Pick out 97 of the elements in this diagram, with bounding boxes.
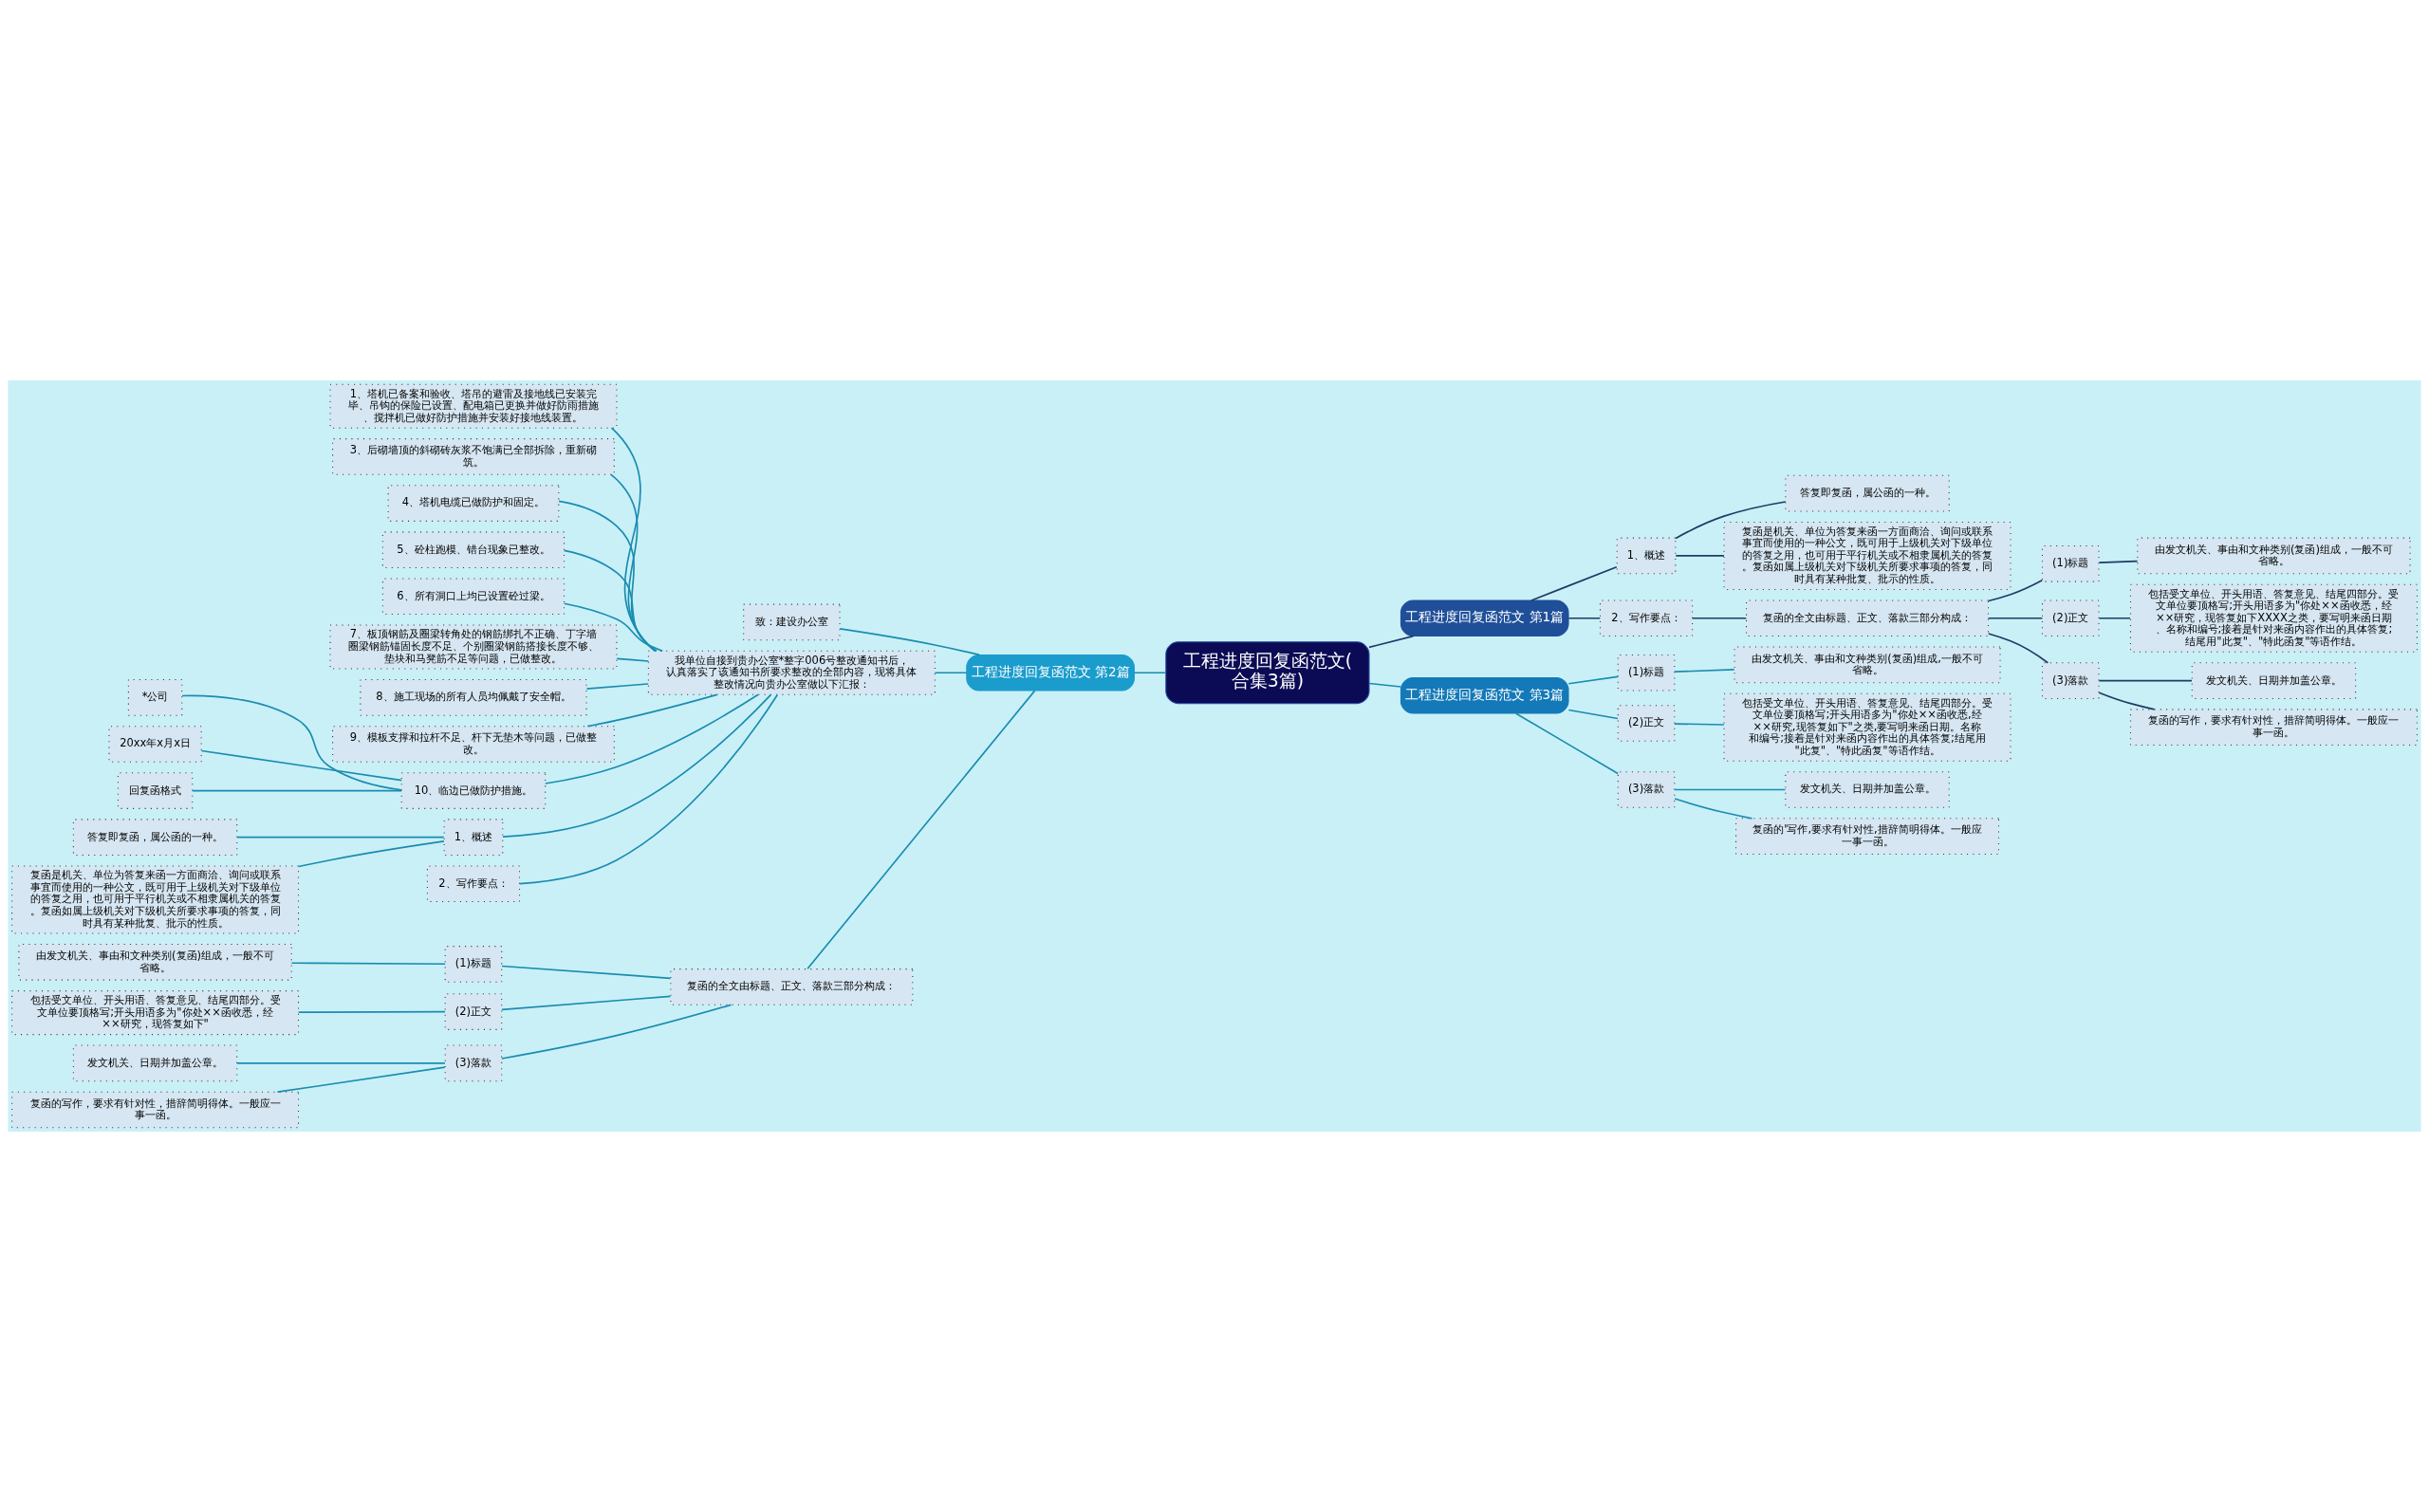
- node-box: 复函的全文由标题、正文、落款三部分构成：: [670, 968, 914, 1005]
- connector: [1675, 501, 1787, 540]
- node-box: 工程进度回复函范文 第3篇: [1400, 676, 1569, 714]
- connector: [236, 1062, 446, 1064]
- node-box: 9、模板支撑和拉杆不足、杆下无垫木等问题，已做整改。: [332, 726, 615, 763]
- node-box: 复函的写作，要求有针对性，措辞简明得体。一般应一事一函。: [2129, 709, 2418, 747]
- connector: [839, 628, 981, 656]
- connector: [585, 683, 650, 690]
- node-box: 发文机关、日期并加盖公章。: [2191, 662, 2357, 699]
- node-box: 致：建设办公室: [743, 603, 841, 641]
- connector: [1987, 579, 2044, 602]
- connector: [501, 965, 672, 980]
- node-box: (2)正文: [2041, 599, 2100, 637]
- connector: [519, 693, 779, 885]
- node-box: 答复即复函，属公函的一种。: [1785, 474, 1950, 512]
- node-box: 5、砼柱跑模、错台现象已整改。: [381, 531, 566, 568]
- connector: [563, 549, 658, 653]
- node-box: (1)标题: [444, 946, 503, 983]
- connector: [200, 749, 403, 782]
- node-box: 包括受文单位、开头用语、答复意见、结尾四部分。受文单位要顶格写;开头用语多为"你处××函收悉,经××研究,现答复如下"之类,要写明来函日期。名称和编号;接着是针对来函内容作出的具体答复;结尾用"此复"、"特此函复"等语作结。: [1723, 692, 2012, 762]
- node-box: 工程进度回复函范文 第1篇: [1400, 599, 1569, 637]
- node-box: 1、概述: [1616, 537, 1677, 575]
- node-box: 20xx年x月x日: [108, 726, 202, 763]
- connector: [290, 962, 446, 966]
- connector: [2098, 691, 2156, 710]
- connector: [501, 995, 672, 1011]
- node-box: 8、施工现场的所有人员均佩戴了安全帽。: [360, 679, 587, 716]
- connector: [501, 1004, 732, 1060]
- connector: [181, 694, 402, 791]
- node-box: 工程进度回复函范文(合集3篇): [1165, 641, 1370, 705]
- connector: [1368, 635, 1415, 649]
- connector: [2098, 617, 2131, 619]
- node-box: 1、塔机已备案和验收、塔吊的避雷及接地线已安装完毕、吊钩的保险已设置、配电箱已更换并做好防雨措施、搅拌机已做好防护措施并安装好接地线装置。: [329, 383, 618, 429]
- node-box: 回复函格式: [117, 772, 194, 809]
- connector: [1675, 555, 1725, 557]
- node-box: 工程进度回复函范文 第2篇: [966, 654, 1135, 691]
- connector: [502, 693, 772, 838]
- node-box: 复函的全文由标题、正文、落款三部分构成：: [1746, 599, 1990, 637]
- connector: [297, 1010, 446, 1013]
- connector: [610, 473, 656, 652]
- connector: [934, 672, 968, 674]
- connector: [276, 1066, 446, 1093]
- connector: [586, 693, 718, 728]
- node-box: 由发文机关、事由和文种类别(复函)组成，一般不可省略。: [2137, 537, 2411, 575]
- node-box: (2)正文: [1617, 705, 1676, 742]
- connector: [2098, 679, 2193, 682]
- connector: [1514, 712, 1619, 775]
- node-box: (3)落款: [444, 1044, 503, 1082]
- node-box: 10、临边已做防护措施。: [400, 772, 547, 809]
- node-box: 由发文机关、事由和文种类别(复函)组成，一般不可省略。: [18, 944, 292, 981]
- node-box: 发文机关、日期并加盖公章。: [72, 1044, 238, 1082]
- node-box: *公司: [127, 679, 183, 716]
- node-box: (3)落款: [1617, 771, 1676, 808]
- connector: [2098, 560, 2139, 563]
- connector: [616, 657, 650, 662]
- node-box: 包括受文单位、开头用语、答复意见、结尾四部分。受文单位要顶格写;开头用语多为"你处××函收悉，经××研究，现答复如下XXXX之类，要写明来函日期、名称和编号;接着是针对来函内容作出的具体答复;结尾用"此复"、"特此函复"等语作结。: [2129, 583, 2418, 653]
- connector: [1987, 617, 2044, 619]
- node-box: 复函是机关、单位为答复来函一方面商洽、询问或联系事宜而使用的一种公文，既可用于上级机关对下级单位的答复之用，也可用于平行机关或不相隶属机关的答复。复函如属上级机关对下级机关所要求事项的答复，同时具有某种批复、批示的性质。: [11, 865, 300, 934]
- node-box: 4、塔机电缆已做防护和固定。: [387, 485, 560, 522]
- connector: [807, 690, 1036, 970]
- connector: [1368, 682, 1402, 688]
- node-box: (1)标题: [2041, 544, 2100, 582]
- connector: [1674, 788, 1787, 791]
- connector: [1674, 669, 1735, 673]
- node-box: 2、写作要点：: [1599, 599, 1694, 637]
- node-box: 由发文机关、事由和文种类别(复函)组成,一般不可省略。: [1734, 646, 2001, 684]
- connector: [297, 840, 445, 868]
- connector: [1674, 798, 1753, 820]
- node-box: 1、概述: [443, 819, 504, 856]
- connector: [1567, 617, 1602, 619]
- connector: [1567, 675, 1619, 685]
- node-box: 3、后砌墙顶的斜砌砖灰浆不饱满已全部拆除，重新砌筑。: [332, 438, 615, 475]
- node-box: 发文机关、日期并加盖公章。: [1785, 771, 1950, 808]
- connector: [1987, 633, 2049, 664]
- node-box: (3)落款: [2041, 662, 2100, 699]
- node-box: 7、板顶钢筋及圈梁转角处的钢筋绑扎不正确、丁字墙圈梁钢筋锚固长度不足、个别圈梁钢筋搭接长度不够、垫块和马凳筋不足等问题，已做整改。: [329, 624, 618, 670]
- connector: [1133, 672, 1167, 674]
- connector: [1567, 709, 1619, 720]
- node-box: (1)标题: [1617, 654, 1676, 691]
- node-box: 复函的'写作,要求有针对性,措辞简明得体。一般应一事一函。: [1735, 818, 1999, 855]
- connector: [1691, 617, 1748, 619]
- connector: [558, 500, 657, 652]
- connector: [545, 693, 759, 784]
- connector: [236, 836, 445, 839]
- node-box: 6、所有洞口上均已设置砼过梁。: [381, 578, 566, 616]
- connector: [192, 789, 402, 792]
- node-box: 我单位自接到贵办公室*整字006号整改通知书后，认真落实了该通知书所要求整改的全部内容，现将具体整改情况向贵办公室做以下汇报：: [647, 650, 936, 695]
- node-box: 复函的写作，要求有针对性，措辞简明得体。一般应一事一函。: [11, 1091, 300, 1129]
- node-box: 复函是机关、单位为答复来函一方面商洽、询问或联系事宜而使用的一种公文，既可用于上级机关对下级单位的答复之用，也可用于平行机关或不相隶属机关的答复。复函如属上级机关对下级机关所要求事项的答复，同时具有某种批复、批示的性质。: [1723, 521, 2012, 590]
- connector: [563, 602, 664, 653]
- connector: [610, 427, 656, 652]
- connector: [1530, 565, 1618, 601]
- node-box: 2、写作要点：: [426, 865, 521, 903]
- connector: [1674, 723, 1725, 726]
- node-box: 包括受文单位、开头用语、答复意见、结尾四部分。受文单位要顶格写;开头用语多为"你处××函收悉，经××研究，现答复如下": [11, 990, 300, 1036]
- node-box: 答复即复函，属公函的一种。: [72, 819, 238, 856]
- node-box: (2)正文: [444, 993, 503, 1030]
